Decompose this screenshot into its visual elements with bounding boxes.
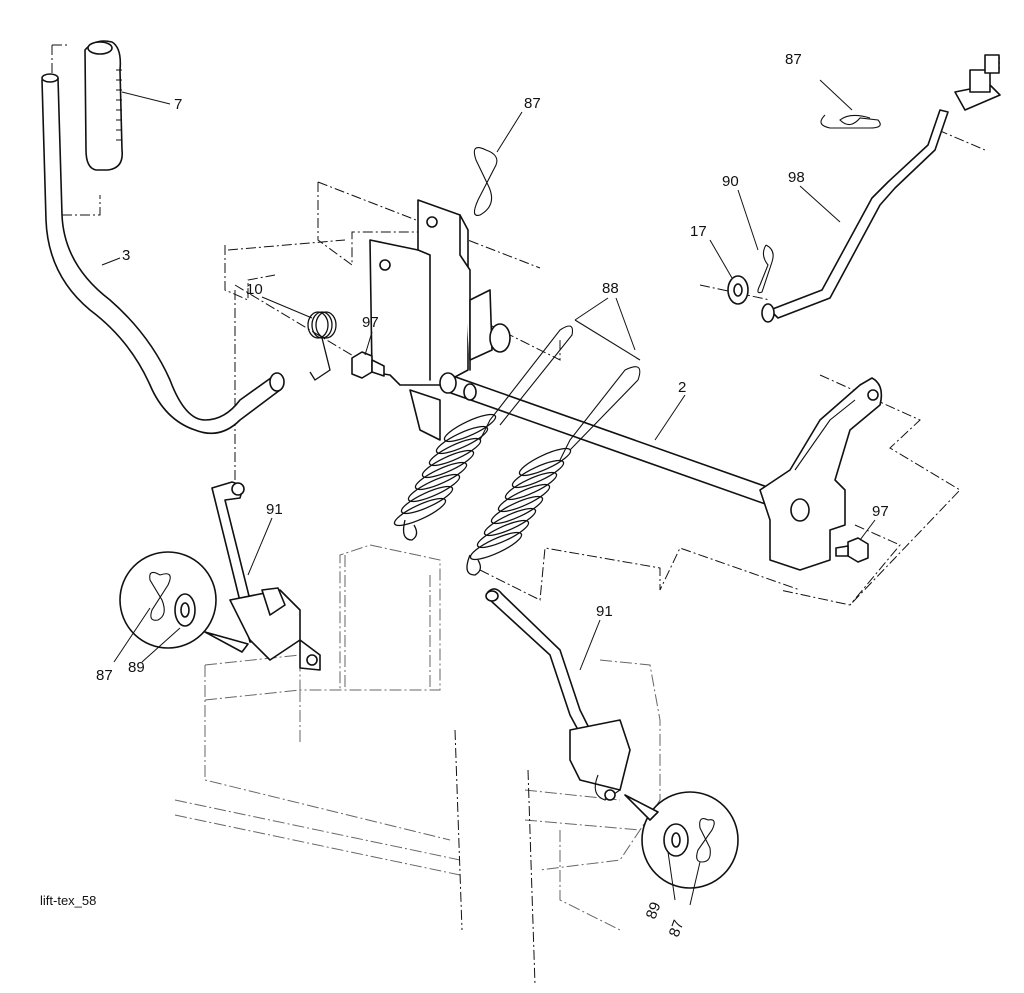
frame-ghost-outline <box>174 544 661 986</box>
callout-97-right: 97 <box>872 503 889 520</box>
spring-left-coils <box>393 413 497 541</box>
callout-88: 88 <box>602 280 619 297</box>
detail-circle-left <box>119 551 249 653</box>
callout-87-detail-left: 87 <box>96 667 113 684</box>
spring-right-coils <box>466 447 572 576</box>
callout-87-top-right: 87 <box>785 51 802 68</box>
handle-grip <box>84 40 124 171</box>
hairpin-clip-top-right <box>820 114 881 129</box>
link-rod-left <box>211 481 321 671</box>
callout-90: 90 <box>722 173 739 190</box>
torsion-spring <box>307 311 337 381</box>
callout-97-left: 97 <box>362 314 379 331</box>
tension-springs <box>393 319 641 576</box>
link-rod-right <box>485 588 631 801</box>
callout-89-detail-right: 89 <box>643 900 665 921</box>
callout-91-right: 91 <box>596 603 613 620</box>
lift-shaft <box>439 372 791 513</box>
callout-91-left: 91 <box>266 501 283 518</box>
detail-circle-right <box>624 791 739 889</box>
reference-code: lift-tex_58 <box>40 893 96 908</box>
callout-2: 2 <box>678 379 686 396</box>
hairpin-clip-top <box>473 147 498 216</box>
hairpin-small <box>757 244 774 294</box>
right-lift-arm <box>759 377 883 571</box>
callout-10: 10 <box>246 281 263 298</box>
callout-87-top: 87 <box>524 95 541 112</box>
leader-lines <box>101 79 876 906</box>
callout-3: 3 <box>122 247 130 264</box>
callout-7: 7 <box>174 96 182 113</box>
callout-98: 98 <box>788 169 805 186</box>
washer-small <box>727 275 749 305</box>
callout-89-detail-left: 89 <box>128 659 145 676</box>
lift-lever <box>41 73 285 435</box>
bolt-left <box>351 351 385 379</box>
callout-87-detail-right: 87 <box>666 918 688 939</box>
bolt-right <box>835 537 869 563</box>
callout-labels: 7 3 10 97 87 88 2 87 98 90 17 91 97 91 8… <box>96 51 889 939</box>
callout-17: 17 <box>690 223 707 240</box>
adjustment-rod <box>761 54 1001 323</box>
